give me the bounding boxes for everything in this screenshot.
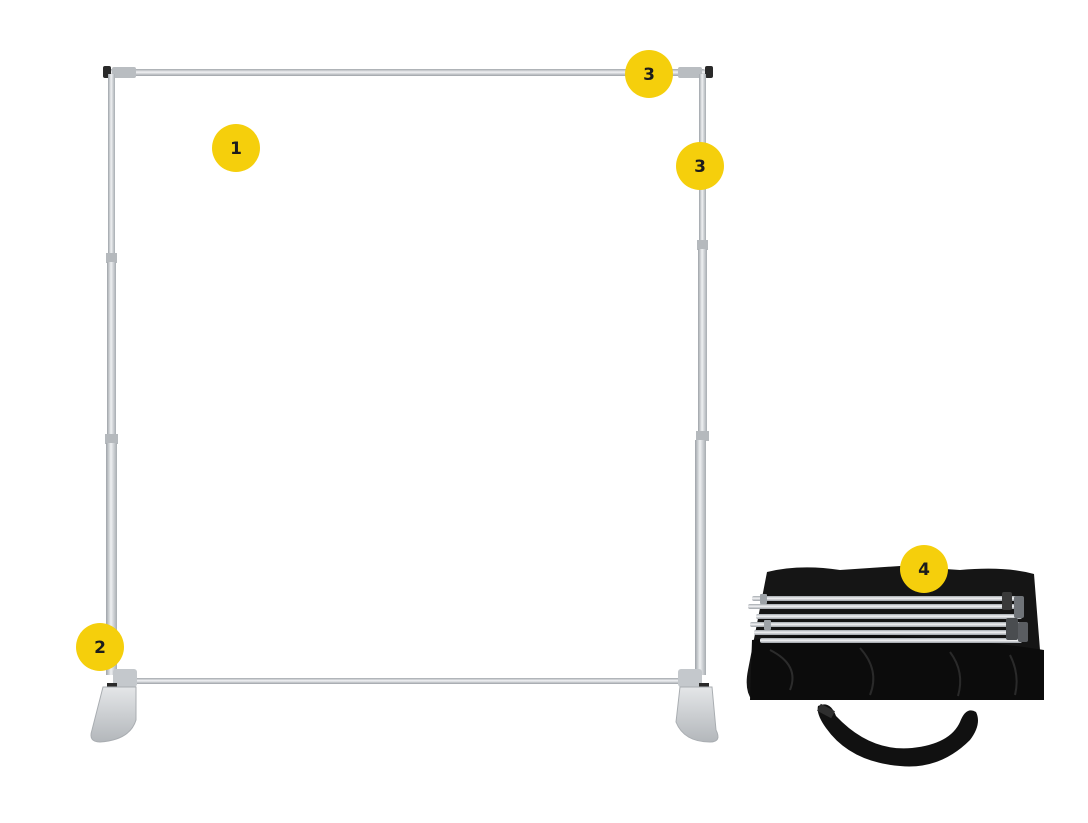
bag-strap xyxy=(817,704,978,767)
top-bar xyxy=(108,69,706,76)
right-pole-lower xyxy=(695,440,706,675)
svg-text:3: 3 xyxy=(694,157,706,177)
callout-1: 1 xyxy=(212,124,260,172)
svg-text:2: 2 xyxy=(94,638,106,658)
callout-badges: 1 2 3 3 4 xyxy=(76,50,948,671)
callout-3-top: 3 xyxy=(625,50,673,98)
callout-2: 2 xyxy=(76,623,124,671)
carry-bag xyxy=(746,566,1044,767)
left-pole-joint-1 xyxy=(106,253,117,263)
left-pole-lower xyxy=(106,443,117,675)
svg-text:1: 1 xyxy=(230,139,242,159)
left-pole-middle xyxy=(107,262,116,438)
callout-4: 4 xyxy=(900,545,948,593)
left-pole-joint-2 xyxy=(105,434,118,444)
top-bar-sleeve-left xyxy=(112,67,136,78)
right-foot xyxy=(675,669,719,743)
callout-3-pole: 3 xyxy=(676,142,724,190)
svg-text:3: 3 xyxy=(643,65,655,85)
bottom-bar xyxy=(118,678,698,684)
right-pole-joint-2 xyxy=(696,431,709,441)
right-pole-middle xyxy=(698,249,707,435)
packed-poles xyxy=(748,592,1028,643)
left-pole-upper xyxy=(108,74,115,259)
top-bar-end-right xyxy=(705,66,713,78)
left-foot xyxy=(90,669,137,743)
svg-text:4: 4 xyxy=(918,560,930,580)
banner-stand xyxy=(90,66,719,743)
top-bar-sleeve-right xyxy=(678,67,702,78)
right-pole-joint-1 xyxy=(697,240,708,250)
